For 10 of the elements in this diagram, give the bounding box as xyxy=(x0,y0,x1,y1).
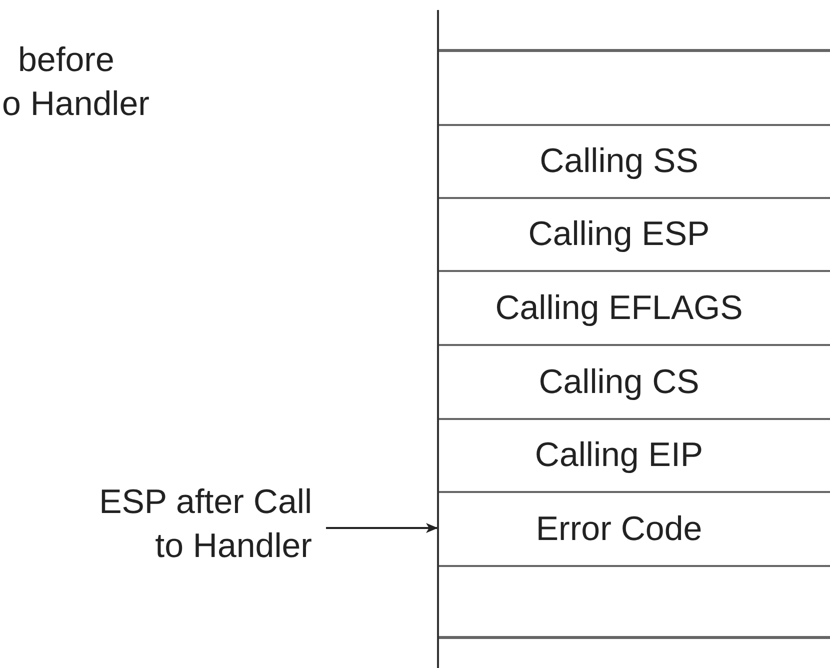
slot-label: Error Code xyxy=(536,510,702,548)
arrow xyxy=(326,523,438,533)
pointer-label: o Handler xyxy=(2,84,150,125)
pointer-label: ESP after Call to Handler xyxy=(67,480,312,568)
slot-label: Calling CS xyxy=(538,362,700,402)
slot-label: Calling EIP xyxy=(534,436,704,475)
slot-label: Calling SS xyxy=(540,142,698,181)
slot-label: Calling ESP xyxy=(528,215,710,254)
pointer-label: before xyxy=(18,40,114,81)
slot-label: Calling EFLAGS xyxy=(495,288,743,328)
